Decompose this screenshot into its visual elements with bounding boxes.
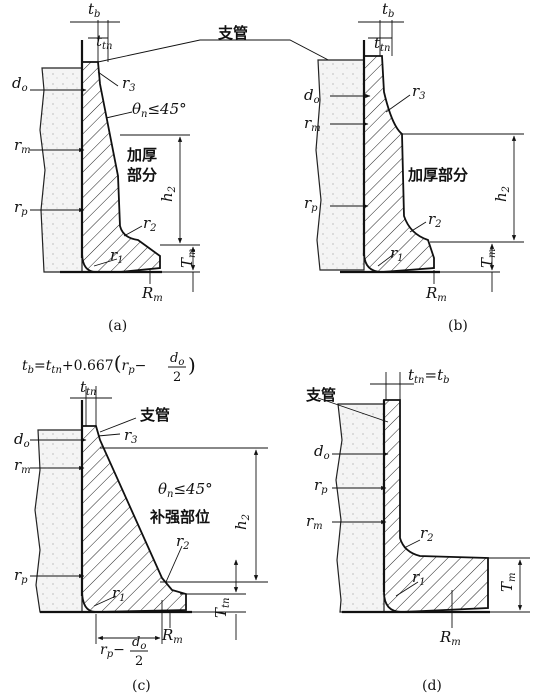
r1-leader <box>93 258 118 267</box>
main-pipe-wall <box>39 67 83 273</box>
r2-leader <box>403 539 421 549</box>
rp-label: rp <box>14 566 28 586</box>
tb-formula-close: ) <box>188 353 196 377</box>
Rm-label: Rm <box>161 626 183 646</box>
panel-c: tb=ttn+0.667(rp− do 2 ) ttn 支管 do r3 <box>14 351 268 694</box>
thickened-label-2: 部分 <box>127 166 157 184</box>
r3-leader <box>385 94 411 113</box>
rm-label: rm <box>14 136 31 156</box>
caption-a: (a) <box>108 318 127 334</box>
thickened-section <box>363 55 435 273</box>
h2-label: h2 <box>492 186 512 202</box>
r2-leader <box>165 545 183 583</box>
r1-label: r1 <box>390 244 404 264</box>
branch-label: 支管 <box>305 386 336 404</box>
thickened-label: 加厚部分 <box>407 166 468 184</box>
do-label: do <box>12 74 28 94</box>
rp-label: rp <box>314 476 328 496</box>
r2-leader <box>123 225 143 237</box>
r3-label: r3 <box>412 82 426 102</box>
r2-label: r2 <box>428 210 442 230</box>
Rm-label: Rm <box>425 284 447 304</box>
bottom-frac-num: do <box>132 635 146 652</box>
branch-leader <box>317 397 389 423</box>
tb-label: tb <box>88 0 100 20</box>
theta-label: θn≤45° <box>158 480 213 500</box>
Rm-label: Rm <box>141 284 163 304</box>
tb-formula-frac-num: do <box>170 351 184 368</box>
r3-leader <box>97 433 121 437</box>
r2-leader <box>409 221 427 233</box>
reinforcement-label: 补强部位 <box>149 508 210 526</box>
h2-label: h2 <box>232 514 252 530</box>
branch-label: 支管 <box>139 406 170 424</box>
caption-c: (c) <box>132 678 151 694</box>
theta-leader <box>105 111 133 119</box>
ttn-label: ttn <box>80 378 97 398</box>
r1-leader <box>395 581 419 597</box>
panel-b: tb ttn do r3 rm 加厚部分 h2 rp r2 r1 Tm Rm (… <box>304 0 524 334</box>
rm-label: rm <box>306 512 323 532</box>
branch-section <box>383 399 489 613</box>
rp-label: rp <box>14 198 28 218</box>
tb-formula-frac-den: 2 <box>173 370 181 385</box>
main-pipe-wall <box>335 403 385 613</box>
panel-a: tb ttn do r3 θn≤45° rm 加厚 部分 h2 rp r2 r1… <box>12 0 200 334</box>
r3-label: r3 <box>122 74 136 94</box>
panel-d: ttn=tb 支管 do rp rm r2 r1 Tm Rm (d) <box>305 366 530 694</box>
r2-label: r2 <box>176 532 190 552</box>
thickened-label-1: 加厚 <box>126 146 157 164</box>
do-label: do <box>314 442 330 462</box>
ttn-label: ttn <box>96 32 113 52</box>
main-pipe-wall <box>34 429 83 613</box>
tb-label: tb <box>382 0 394 20</box>
do-label: do <box>14 430 30 450</box>
r2-label: r2 <box>143 214 157 234</box>
r1-leader <box>93 595 117 607</box>
Rm-label: Rm <box>439 628 461 648</box>
rp-label: rp <box>304 194 318 214</box>
r1-leader <box>377 253 395 267</box>
rm-label: rm <box>304 114 321 134</box>
r1-label: r1 <box>110 246 124 266</box>
r3-leader <box>97 71 119 87</box>
r2-label: r2 <box>420 524 434 544</box>
t-eq-label: ttn=tb <box>408 366 450 386</box>
thickened-section <box>81 61 161 273</box>
bottom-frac-den: 2 <box>135 654 143 669</box>
tm-label: Tm <box>178 249 198 269</box>
caption-d: (d) <box>422 678 442 694</box>
caption-b: (b) <box>448 318 468 334</box>
branch-leader <box>99 417 137 433</box>
h2-label: h2 <box>158 186 178 202</box>
theta-label: θn≤45° <box>132 100 187 120</box>
do-label: do <box>304 86 320 106</box>
tm-label: Tm <box>498 573 518 593</box>
main-pipe-wall <box>315 59 365 271</box>
tb-formula: tb=ttn+0.667(rp− <box>22 351 146 376</box>
ttn-label: ttn <box>374 34 391 54</box>
branch-callout-label: 支管 <box>217 24 248 42</box>
r1-label: r1 <box>412 568 426 588</box>
rm-label: rm <box>14 456 31 476</box>
Ttn-label: Ttn <box>212 598 232 618</box>
r3-label: r3 <box>124 426 138 446</box>
tm-label: Tm <box>478 249 498 269</box>
r1-label: r1 <box>112 584 126 604</box>
bottom-dim-label: rp− <box>100 642 125 660</box>
